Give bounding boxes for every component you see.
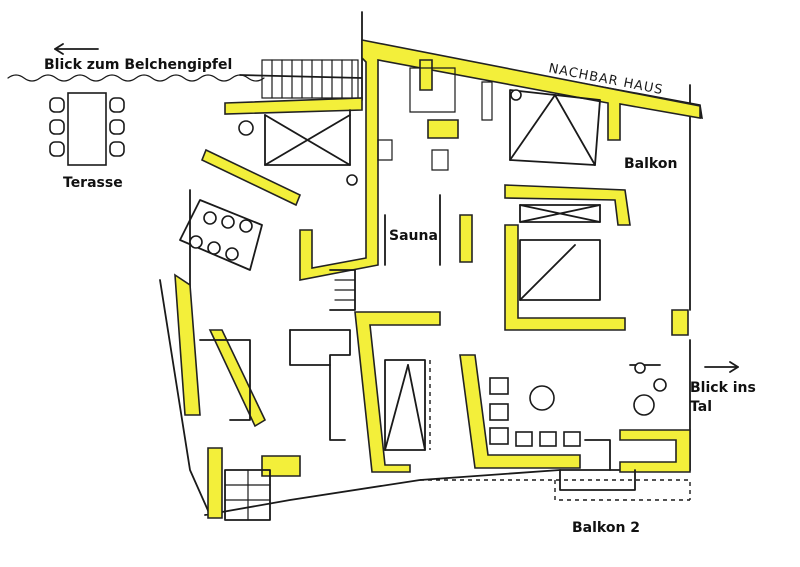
terrace-table xyxy=(49,92,125,166)
horizon-line xyxy=(7,74,265,82)
label-blick-tal-2: Tal xyxy=(690,399,712,415)
arrow-right-icon xyxy=(704,361,739,373)
arrow-left-icon xyxy=(54,43,99,55)
interior-lines xyxy=(179,67,661,521)
label-balkon: Balkon xyxy=(624,156,678,172)
label-balkon-2: Balkon 2 xyxy=(572,520,641,536)
label-blick-belchen: Blick zum Belchengipfel xyxy=(44,57,233,73)
living-room-furniture xyxy=(189,89,667,447)
label-blick-tal-1: Blick ins xyxy=(690,380,756,396)
label-sauna: Sauna xyxy=(389,228,438,244)
label-terasse: Terasse xyxy=(63,175,123,191)
stairs-upper xyxy=(261,59,359,99)
